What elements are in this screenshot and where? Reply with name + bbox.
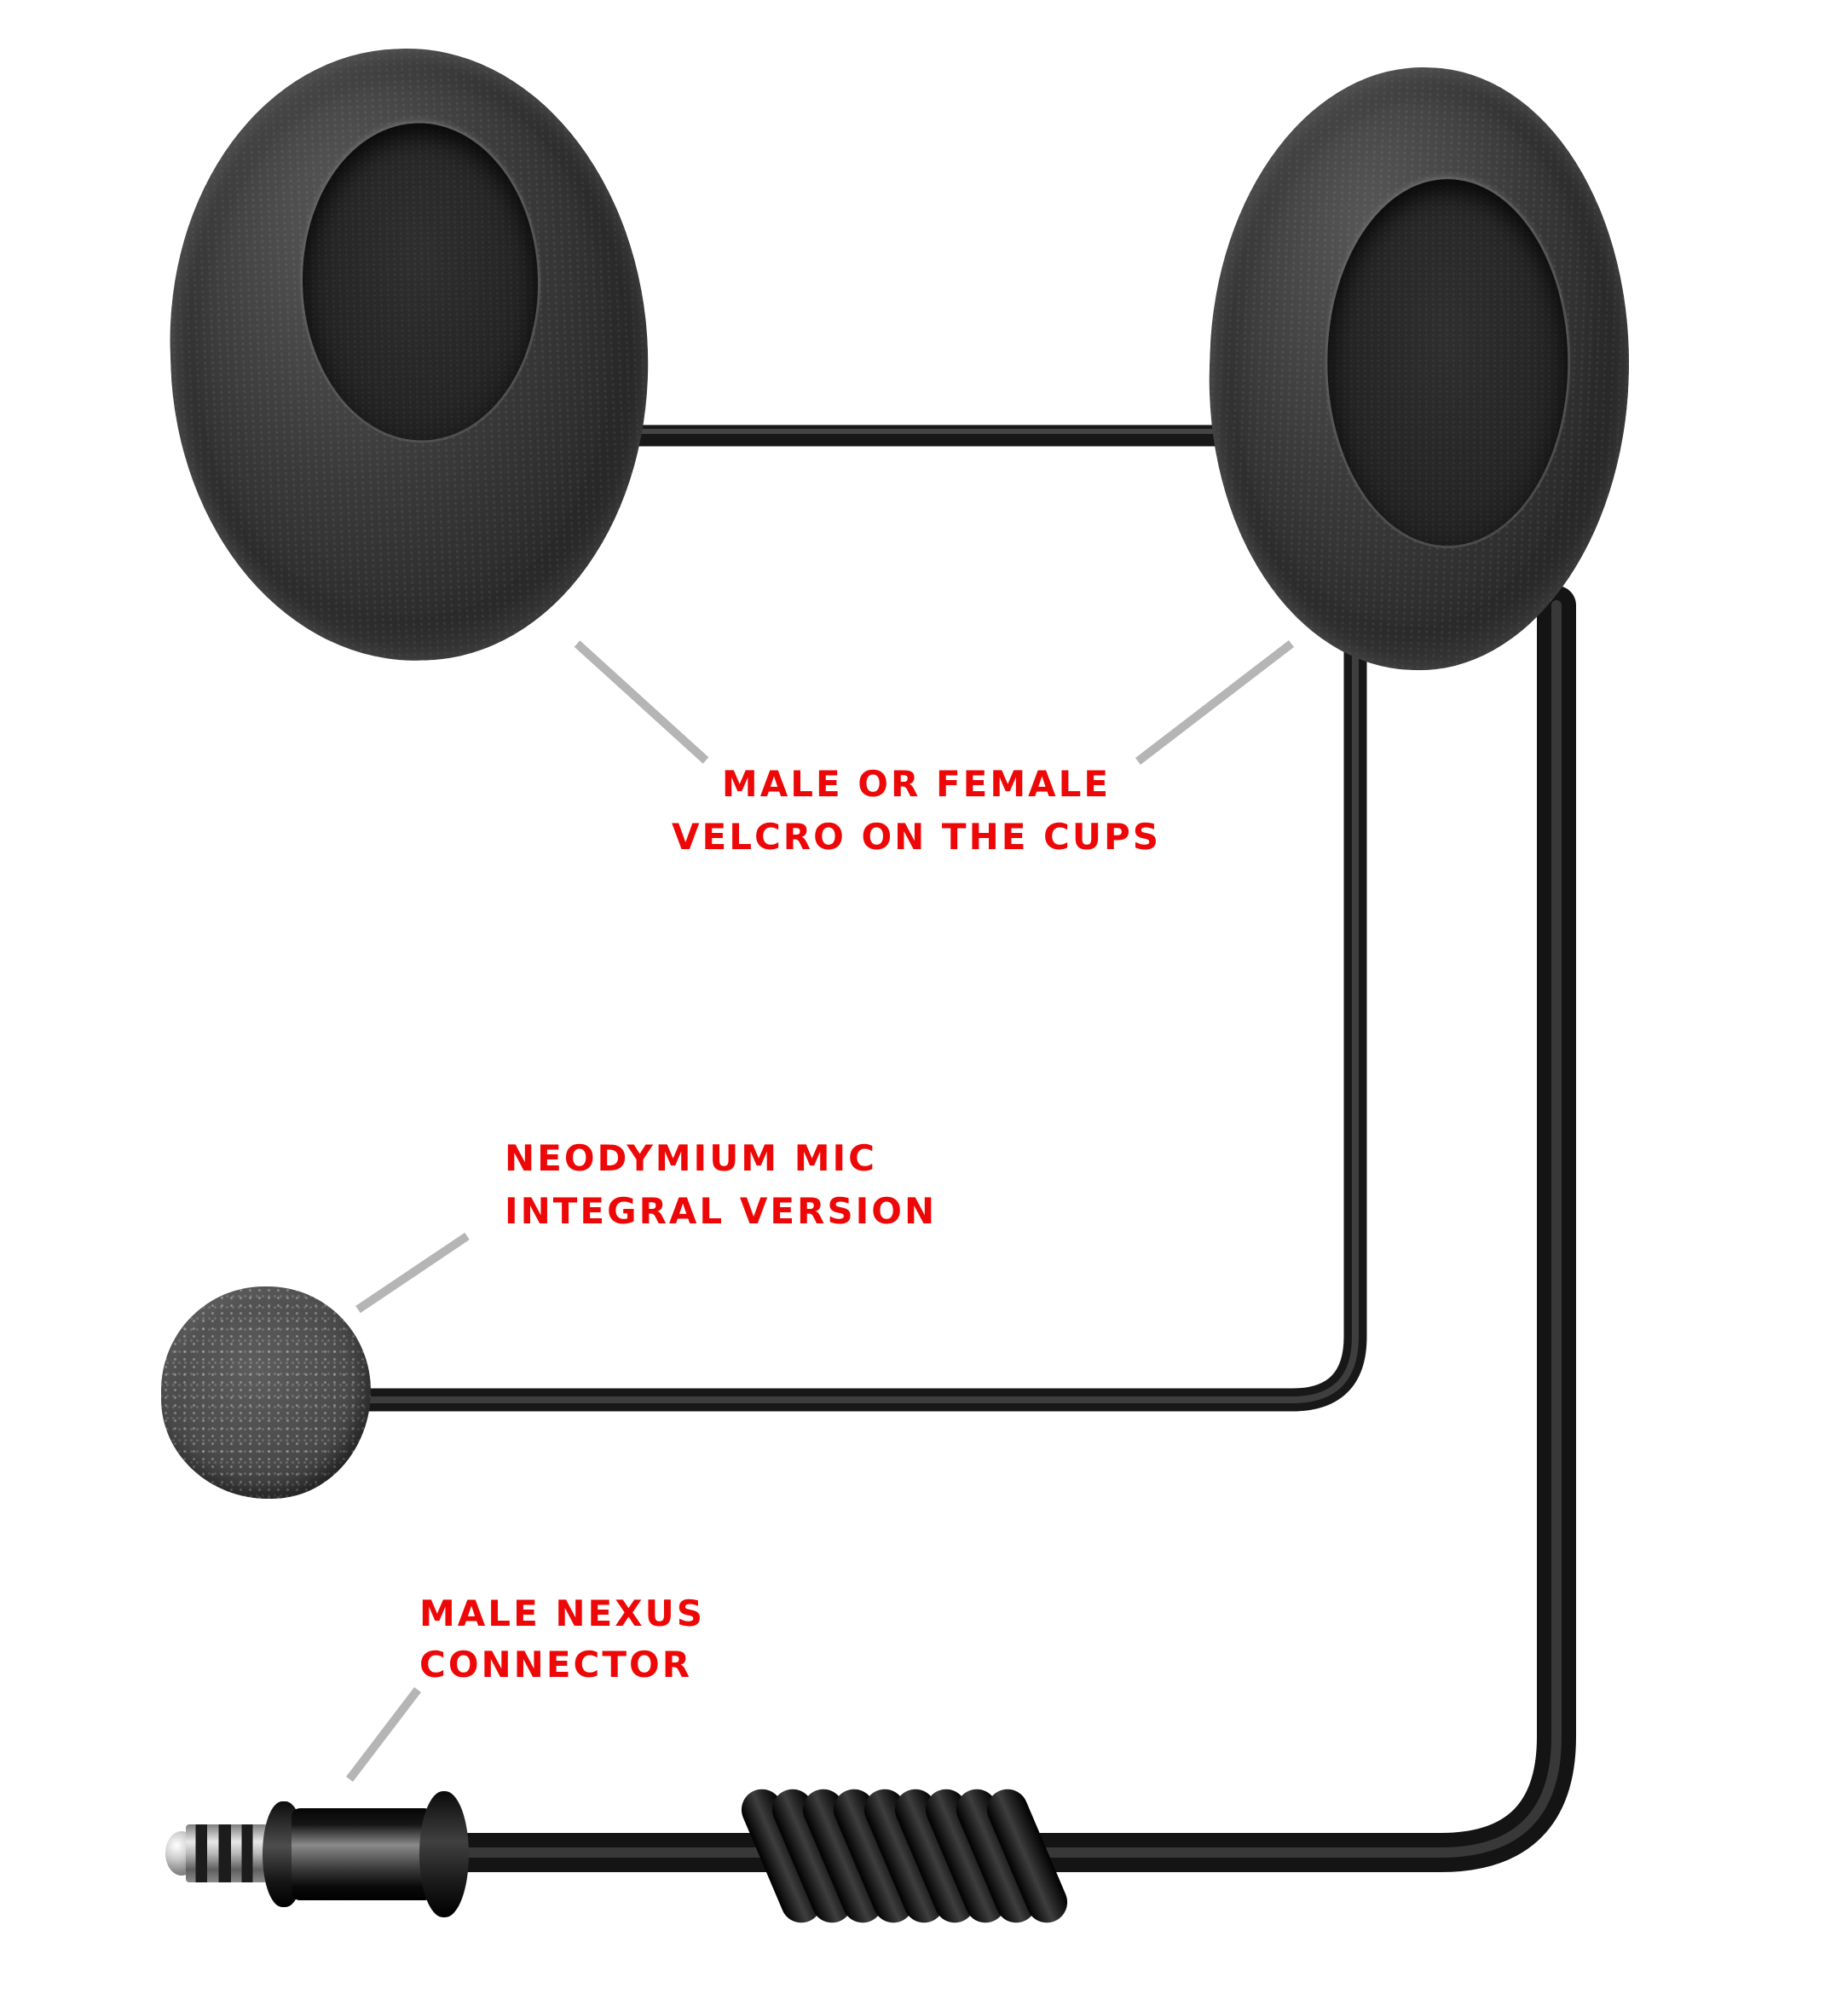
connector-label-line2: CONNECTOR — [419, 1644, 693, 1685]
main-cable-highlight — [434, 600, 1562, 1858]
microphone-cable-highlight — [265, 585, 1359, 1403]
microphone-cable — [257, 576, 1367, 1412]
mic-label-line2: INTEGRAL VERSION — [505, 1190, 938, 1232]
connector-label-line1: MALE NEXUS — [419, 1593, 705, 1634]
connector-metal-shaft — [186, 1824, 268, 1882]
male-nexus-connector — [162, 1786, 469, 1922]
connector-end-flange — [419, 1791, 469, 1917]
right-ear-cup-opening — [1327, 179, 1568, 546]
cups-label: MALE OR FEMALE VELCRO ON THE CUPS — [644, 758, 1189, 864]
cups-label-line1: MALE OR FEMALE — [721, 763, 1112, 805]
left-ear-cup-opening — [299, 121, 541, 442]
connector-barrel — [292, 1808, 433, 1900]
leader-line-right-cup — [1135, 640, 1295, 765]
mic-label: NEODYMIUM MIC INTEGRAL VERSION — [505, 1132, 937, 1238]
leader-line-mic — [355, 1232, 470, 1314]
cups-label-line2: VELCRO ON THE CUPS — [672, 816, 1161, 858]
connector-label: MALE NEXUS CONNECTOR — [419, 1588, 705, 1691]
leader-line-connector — [346, 1686, 421, 1783]
coiled-strain-relief — [735, 1775, 1074, 1937]
leader-line-left-cup — [574, 640, 709, 764]
mic-label-line1: NEODYMIUM MIC — [505, 1137, 877, 1179]
microphone-foam — [161, 1286, 371, 1499]
